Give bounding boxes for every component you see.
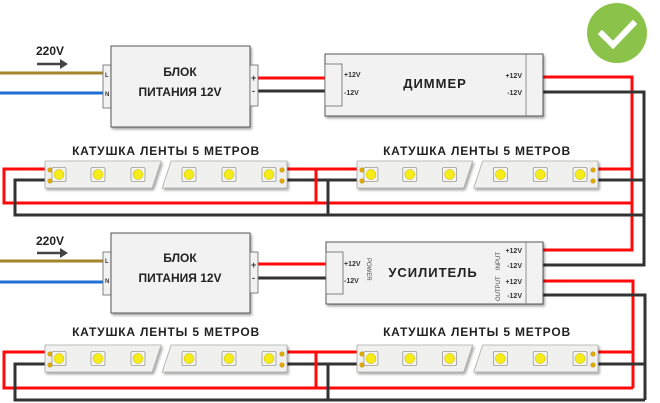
led-strip[interactable] — [356, 160, 599, 189]
amplifier[interactable]: +12V -12V POWER УСИЛИТЕЛЬ INPUT OUTPUT +… — [325, 241, 544, 305]
terminal-block-in — [102, 64, 112, 109]
power-supply-label-line2: ПИТАНИЯ 12V — [138, 271, 221, 285]
dimmer-out-pos: +12V — [505, 73, 522, 80]
power-supply[interactable]: L N БЛОК ПИТАНИЯ 12V + - — [102, 45, 259, 128]
led-light — [263, 169, 275, 180]
led-light — [444, 169, 455, 180]
solder-pad — [279, 351, 285, 357]
power-supply-body — [110, 232, 251, 314]
led-light — [534, 169, 546, 180]
led-light — [132, 353, 144, 364]
strip-label: КАТУШКА ЛЕНТЫ 5 МЕТРОВ — [383, 144, 571, 158]
led-light — [495, 169, 506, 180]
amplifier-out-neg: -12V — [507, 293, 522, 300]
solder-pad — [590, 351, 596, 357]
wire-negative — [13, 362, 645, 402]
top-section: 220V L N БЛОК ПИТАНИЯ 12V + - +12V -12V … — [36, 44, 571, 158]
terminal-minus-label: - — [252, 273, 255, 283]
amplifier-terminal-in — [325, 251, 344, 295]
terminal-block-out — [249, 64, 259, 107]
strip-label: КАТУШКА ЛЕНТЫ 5 МЕТРОВ — [72, 144, 260, 158]
led-light — [574, 169, 586, 180]
led-light — [183, 353, 195, 364]
led-strips — [44, 160, 599, 373]
solder-pad — [279, 167, 285, 173]
led-strip[interactable] — [44, 160, 288, 189]
terminal-l-label: L — [105, 73, 109, 79]
solder-pad — [279, 178, 285, 184]
led-strip[interactable] — [44, 344, 288, 373]
terminal-block-out — [249, 251, 259, 294]
input-voltage-label: 220V — [36, 234, 64, 248]
led-light — [183, 169, 195, 180]
amplifier-power-label: POWER — [365, 258, 371, 281]
amplifier-in-pos: +12V — [505, 248, 522, 255]
wire-positive — [2, 350, 633, 390]
strip-label: КАТУШКА ЛЕНТЫ 5 МЕТРОВ — [72, 325, 260, 339]
dimmer-out-neg: -12V — [507, 90, 522, 97]
solder-pad — [590, 167, 596, 173]
terminal-n-label: N — [105, 279, 109, 285]
led-light — [574, 353, 586, 364]
led-light — [92, 353, 104, 364]
amplifier-body — [325, 241, 544, 305]
terminal-plus-label: + — [251, 260, 256, 270]
led-light — [132, 169, 144, 180]
power-supply[interactable]: L N БЛОК ПИТАНИЯ 12V + - — [102, 232, 259, 314]
power-supply-label-line2: ПИТАНИЯ 12V — [138, 85, 221, 99]
amplifier-output-label: OUTPUT — [496, 276, 502, 301]
led-light — [404, 353, 416, 364]
led-light — [365, 353, 377, 364]
amplifier-out-pos: +12V — [505, 279, 522, 286]
led-light — [534, 353, 546, 364]
amplifier-input-label: INPUT — [496, 252, 502, 270]
terminal-l-label: L — [105, 259, 109, 265]
led-light — [53, 353, 65, 364]
led-light — [223, 353, 235, 364]
wire-positive — [2, 167, 632, 205]
input-voltage-label: 220V — [36, 44, 64, 58]
terminal-minus-label: - — [252, 86, 255, 96]
power-supply-label-line1: БЛОК — [163, 251, 197, 265]
led-light — [92, 169, 104, 180]
solder-pad — [590, 178, 596, 184]
led-light — [495, 353, 506, 364]
dimmer-in-neg: -12V — [344, 90, 359, 97]
check-circle — [587, 3, 647, 63]
terminal-plus-label: + — [251, 73, 256, 83]
led-light — [404, 169, 416, 180]
amplifier-pwr-neg: -12V — [344, 278, 359, 285]
power-supply-body — [110, 45, 251, 128]
dimmer-body — [324, 53, 544, 117]
led-light — [53, 169, 65, 180]
solder-pad — [590, 362, 596, 368]
power-supply-label-line1: БЛОК — [163, 65, 197, 79]
led-light — [365, 169, 377, 180]
checkmark-icon — [597, 19, 638, 50]
dimmer-in-pos: +12V — [344, 72, 361, 79]
led-light — [263, 353, 275, 364]
wires — [0, 71, 647, 402]
dimmer-title: ДИММЕР — [403, 76, 467, 91]
dimmer[interactable]: +12V -12V ДИММЕР +12V -12V — [324, 53, 544, 117]
dimmer-terminal-in — [324, 63, 343, 107]
wire-positive — [543, 75, 634, 252]
strip-label: КАТУШКА ЛЕНТЫ 5 МЕТРОВ — [383, 325, 571, 339]
status-check — [587, 3, 647, 63]
led-strip[interactable] — [356, 344, 599, 373]
arrow-right-icon — [37, 59, 68, 69]
amplifier-pwr-pos: +12V — [344, 261, 361, 268]
amplifier-title: УСИЛИТЕЛЬ — [388, 265, 477, 280]
bottom-section: 220V L N БЛОК ПИТАНИЯ 12V + - +12V -12V … — [36, 232, 571, 339]
solder-pad — [279, 362, 285, 368]
arrow-right-icon — [37, 248, 68, 258]
led-light — [444, 353, 455, 364]
terminal-n-label: N — [105, 92, 109, 98]
amplifier-in-neg: -12V — [507, 263, 522, 270]
led-light — [223, 169, 235, 180]
